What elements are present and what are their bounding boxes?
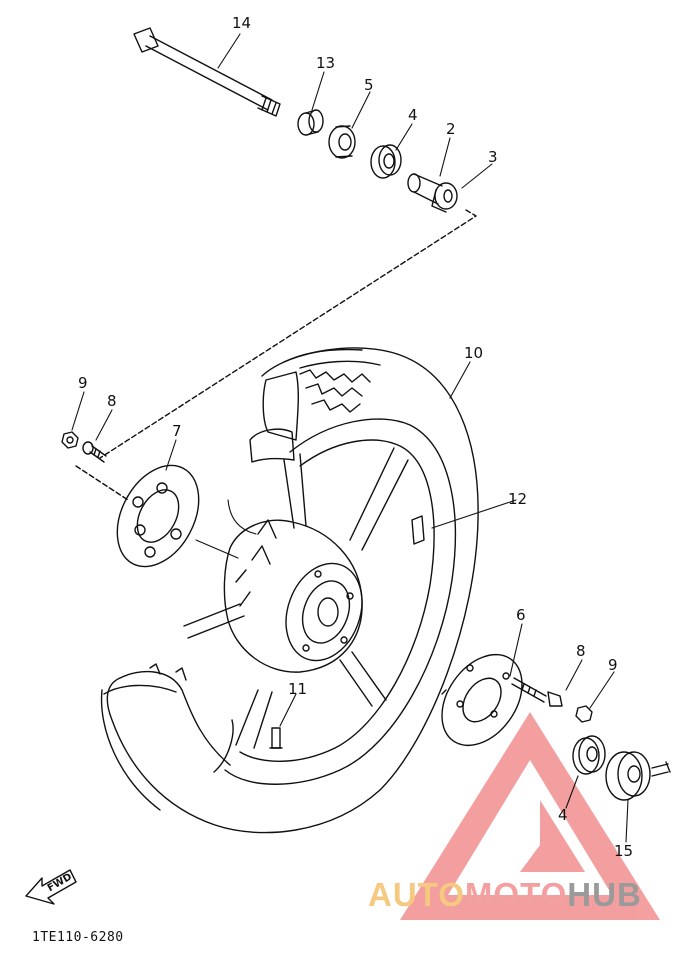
wheel-rim	[213, 418, 457, 785]
leader-lines	[71, 33, 629, 843]
forward-arrow-icon: FWD	[25, 869, 77, 905]
wheel-spokes	[183, 447, 409, 749]
callout-14: 14	[232, 14, 251, 32]
bearing-4-bottom	[572, 735, 606, 775]
diagram-part-code: 1TE110-6280	[32, 930, 124, 945]
brake-disc-left	[116, 464, 200, 568]
callout-13: 13	[316, 54, 335, 72]
bearing-4-top	[370, 144, 402, 179]
callout-7: 7	[172, 422, 182, 440]
watermark-logo	[400, 712, 660, 920]
callout-8-left: 8	[107, 392, 117, 410]
callout-labels: 14 13 5 4 2 3 10 9 8 7 12 6 8 9 11 4 15	[78, 14, 633, 860]
assembly-guide-lines	[75, 209, 477, 501]
bolt-8-left	[82, 441, 107, 463]
callout-12: 12	[508, 490, 527, 508]
axle	[133, 27, 281, 117]
callout-9-right: 9	[608, 656, 618, 674]
wheel-hub	[223, 519, 363, 673]
callout-9-left: 9	[78, 374, 88, 392]
callout-4-top: 4	[408, 106, 418, 124]
air-valve	[269, 727, 283, 749]
bolt-8-right	[511, 677, 563, 707]
callout-4-bottom: 4	[558, 806, 568, 824]
oil-seal-5	[328, 125, 356, 159]
brake-disc-right	[441, 653, 523, 747]
callout-8-right: 8	[576, 642, 586, 660]
brand-moto: MOTO	[464, 876, 568, 913]
collar-13	[297, 109, 324, 136]
brand-hub: HUB	[567, 876, 642, 913]
spacer-2	[407, 173, 443, 205]
balance-weight	[411, 515, 425, 545]
callout-3: 3	[488, 148, 498, 166]
flange-15	[605, 751, 671, 801]
nut-9-left	[61, 431, 79, 449]
callout-6: 6	[516, 606, 526, 624]
callout-5: 5	[364, 76, 374, 94]
callout-15: 15	[614, 842, 633, 860]
nut-9-right	[575, 705, 593, 723]
tire	[100, 347, 479, 834]
watermark-brand: AUTOMOTOHUB	[368, 876, 642, 914]
callout-2: 2	[446, 120, 456, 138]
callout-10: 10	[464, 344, 483, 362]
brand-auto: AUTO	[368, 876, 465, 913]
callout-11: 11	[288, 680, 307, 698]
collar-3	[431, 182, 458, 213]
